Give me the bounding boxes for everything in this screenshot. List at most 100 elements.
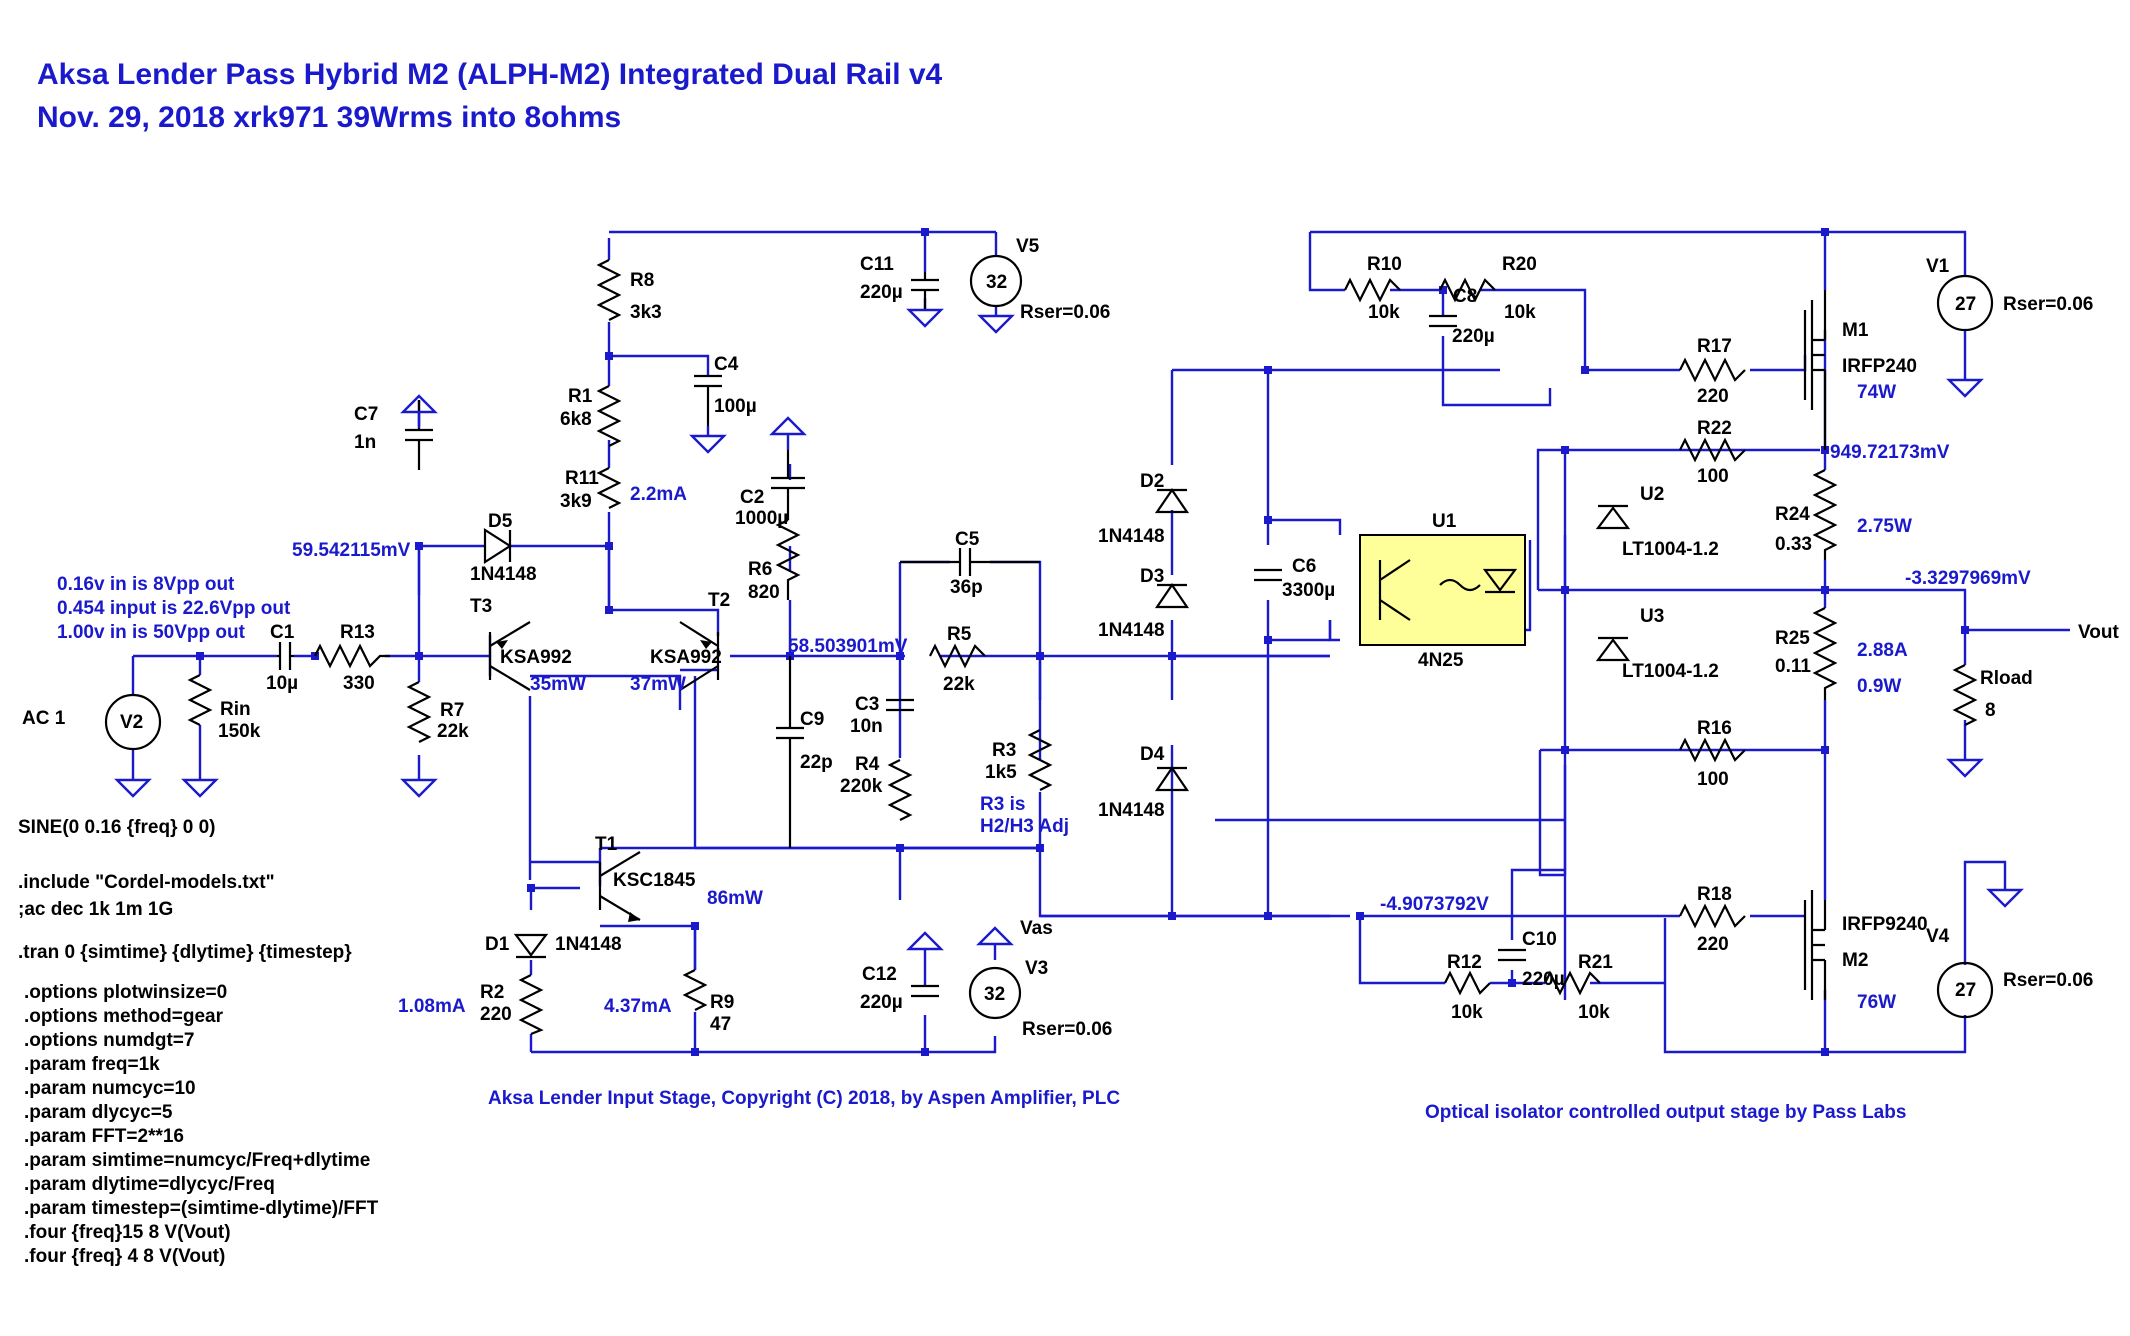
net-label-vout: Vout bbox=[2078, 622, 2119, 643]
c5-name: C5 bbox=[955, 529, 980, 550]
directive-line: .four {freq} 4 8 V(Vout) bbox=[24, 1246, 225, 1267]
c8-name: C8 bbox=[1453, 286, 1477, 307]
r4-name: R4 bbox=[855, 754, 880, 775]
directive-line: .options numdgt=7 bbox=[24, 1030, 194, 1051]
d3-value: 1N4148 bbox=[1098, 620, 1165, 641]
d5-value: 1N4148 bbox=[470, 564, 537, 585]
v4-value: 27 bbox=[1955, 980, 1976, 1001]
r3-name: R3 bbox=[992, 740, 1016, 761]
wires bbox=[131, 230, 2070, 1054]
t3-value: KSA992 bbox=[500, 647, 572, 668]
c9-name: C9 bbox=[800, 709, 824, 730]
junction-dots bbox=[196, 228, 1969, 1056]
node-voltage-t2-base: 58.503901mV bbox=[788, 636, 908, 657]
d4-name: D4 bbox=[1140, 744, 1165, 765]
directive-line: .four {freq}15 8 V(Vout) bbox=[24, 1222, 231, 1243]
power-t3: 35mW bbox=[530, 674, 586, 695]
r13-value: 330 bbox=[343, 673, 375, 694]
r7-value: 22k bbox=[437, 721, 469, 742]
r20-value: 10k bbox=[1504, 302, 1536, 323]
c4-value: 100µ bbox=[714, 396, 757, 417]
c5-value: 36p bbox=[950, 577, 983, 598]
r18-name: R18 bbox=[1697, 884, 1732, 905]
r21-value: 10k bbox=[1578, 1002, 1610, 1023]
v3-value: 32 bbox=[984, 984, 1005, 1005]
c4-name: C4 bbox=[714, 354, 739, 375]
r25-name: R25 bbox=[1775, 628, 1810, 649]
r3-value: 1k5 bbox=[985, 762, 1017, 783]
d2-name: D2 bbox=[1140, 471, 1164, 492]
power-t2: 37mW bbox=[630, 674, 686, 695]
directive-line: .param dlycyc=5 bbox=[24, 1102, 173, 1123]
c6-value: 3300µ bbox=[1282, 580, 1335, 601]
c7-name: C7 bbox=[354, 404, 378, 425]
schematic-title: Aksa Lender Pass Hybrid M2 (ALPH-M2) Int… bbox=[37, 58, 943, 91]
r3-note-line1: R3 is bbox=[980, 794, 1025, 815]
input-note-1: 0.16v in is 8Vpp out bbox=[57, 574, 235, 595]
r17-name: R17 bbox=[1697, 336, 1732, 357]
v4-name: V4 bbox=[1926, 926, 1950, 947]
r24-name: R24 bbox=[1775, 504, 1810, 525]
directive-line: .tran 0 {simtime} {dlytime} {timestep} bbox=[18, 942, 352, 963]
power-r24: 2.75W bbox=[1857, 516, 1912, 537]
r12-value: 10k bbox=[1451, 1002, 1483, 1023]
net-label-vas: Vas bbox=[1020, 918, 1053, 939]
r10-value: 10k bbox=[1368, 302, 1400, 323]
c3-value: 10n bbox=[850, 716, 883, 737]
t2-value: KSA992 bbox=[650, 647, 722, 668]
m1-name: M1 bbox=[1842, 320, 1869, 341]
r3-note-line2: H2/H3 Adj bbox=[980, 816, 1069, 837]
caption-input-stage: Aksa Lender Input Stage, Copyright (C) 2… bbox=[488, 1088, 1120, 1109]
power-m2: 76W bbox=[1857, 992, 1896, 1013]
d2-value: 1N4148 bbox=[1098, 526, 1165, 547]
r11-value: 3k9 bbox=[560, 491, 592, 512]
v2-label: AC 1 bbox=[22, 708, 66, 729]
directive-line: .param numcyc=10 bbox=[24, 1078, 196, 1099]
c11-value: 220µ bbox=[860, 282, 903, 303]
c12-name: C12 bbox=[862, 964, 897, 985]
c3-name: C3 bbox=[855, 694, 879, 715]
v5-value: 32 bbox=[986, 272, 1007, 293]
r20-name: R20 bbox=[1502, 254, 1537, 275]
r21-name: R21 bbox=[1578, 952, 1613, 973]
r16-name: R16 bbox=[1697, 718, 1732, 739]
power-m1: 74W bbox=[1857, 382, 1896, 403]
directive-line: .include "Cordel-models.txt" bbox=[18, 872, 275, 893]
c10-value: 220µ bbox=[1522, 969, 1565, 990]
r10-name: R10 bbox=[1367, 254, 1402, 275]
input-note-2: 0.454 input is 22.6Vpp out bbox=[57, 598, 291, 619]
r17-value: 220 bbox=[1697, 386, 1729, 407]
power-t1: 86mW bbox=[707, 888, 763, 909]
m2-value: IRFP9240 bbox=[1842, 914, 1928, 935]
r1-name: R1 bbox=[568, 386, 593, 407]
component-symbols bbox=[104, 254, 1994, 1036]
r8-value: 3k3 bbox=[630, 302, 662, 323]
r9-name: R9 bbox=[710, 992, 734, 1013]
directive-line: .options method=gear bbox=[24, 1006, 224, 1027]
directive-line: ;ac dec 1k 1m 1G bbox=[18, 899, 173, 920]
t2-name: T2 bbox=[708, 590, 730, 611]
directive-line: .param dlytime=dlycyc/Freq bbox=[24, 1174, 275, 1195]
t1-value: KSC1845 bbox=[613, 870, 696, 891]
directive-line: .param simtime=numcyc/Freq+dlytime bbox=[24, 1150, 370, 1171]
r22-name: R22 bbox=[1697, 418, 1732, 439]
r25-value: 0.11 bbox=[1775, 656, 1811, 677]
r2-value: 220 bbox=[480, 1004, 512, 1025]
d1-value: 1N4148 bbox=[555, 934, 622, 955]
current-r2: 1.08mA bbox=[398, 996, 466, 1017]
power-r25: 0.9W bbox=[1857, 676, 1901, 697]
r4-value: 220k bbox=[840, 776, 883, 797]
t3-name: T3 bbox=[470, 596, 492, 617]
d5-name: D5 bbox=[488, 511, 513, 532]
d3-name: D3 bbox=[1140, 566, 1164, 587]
r11-name: R11 bbox=[565, 468, 599, 489]
r24-value: 0.33 bbox=[1775, 534, 1812, 555]
current-r25: 2.88A bbox=[1857, 640, 1908, 661]
spice-directives: SINE(0 0.16 {freq} 0 0) .include "Cordel… bbox=[18, 817, 379, 1267]
m1-value: IRFP240 bbox=[1842, 356, 1917, 377]
c7-value: 1n bbox=[354, 432, 376, 453]
directive-line: .param FFT=2**16 bbox=[24, 1126, 184, 1147]
r7-name: R7 bbox=[440, 700, 464, 721]
rload-value: 8 bbox=[1985, 700, 1996, 721]
